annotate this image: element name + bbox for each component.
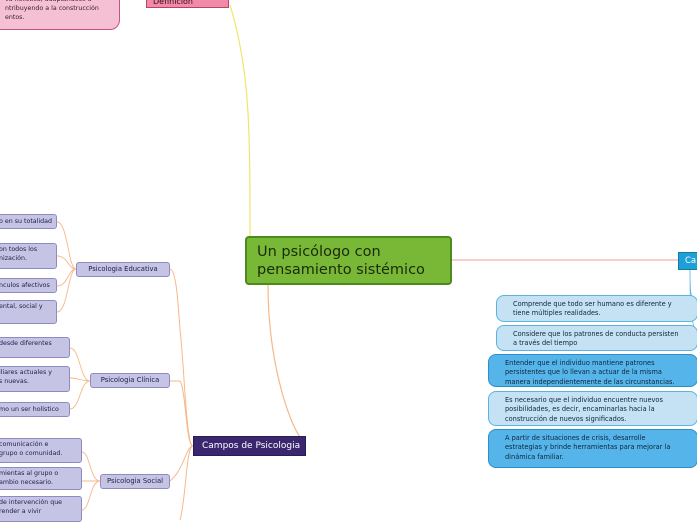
link-clinica-leaves	[69, 347, 91, 410]
link-social-leaves	[81, 451, 101, 511]
category-psicologia-clinica[interactable]: Psicologia Clínica	[90, 373, 170, 388]
link-educativa-leaves	[56, 221, 77, 313]
leaf-social-3-visible[interactable]: de intervención que render a vivir	[0, 496, 82, 522]
leaf-educativa-1[interactable]: o en su totalidad	[0, 214, 57, 229]
definicion-note[interactable]: va holística, adaptándose a ntribuyendo …	[0, 0, 120, 30]
link-campos-clinica	[170, 380, 194, 447]
central-topic[interactable]: Un psicólogo con pensamiento sistémico	[245, 236, 452, 285]
leaf-educativa-4[interactable]: ental, social y	[0, 300, 57, 324]
right-item-1[interactable]: Comprende que todo ser humano es diferen…	[496, 295, 697, 322]
leaf-social-1[interactable]: comunicación e grupo o comunidad.	[0, 438, 82, 463]
leaf-educativa-2[interactable]: on todos los nización.	[0, 243, 57, 269]
link-central-definicion	[229, 4, 251, 238]
leaf-clinica-2[interactable]: iliares actuales y s nuevas.	[0, 366, 70, 392]
right-branch-topic[interactable]: Ca	[678, 252, 697, 270]
right-item-2[interactable]: Considere que los patrones de conducta p…	[496, 325, 697, 351]
right-item-4[interactable]: Es necesario que el individuo encuentre …	[488, 391, 697, 426]
leaf-clinica-1[interactable]: desde diferentes	[0, 337, 70, 358]
leaf-social-2[interactable]: mientas al grupo o ambio necesario.	[0, 467, 82, 490]
category-psicologia-educativa[interactable]: Psicologia Educativa	[76, 262, 170, 277]
campos-topic[interactable]: Campos de Psicologia	[193, 436, 306, 456]
leaf-clinica-3[interactable]: mo un ser holístico	[0, 402, 70, 417]
link-campos-bottom	[179, 445, 194, 520]
right-item-5[interactable]: A partir de situaciones de crisis, desar…	[488, 429, 697, 468]
leaf-educativa-3[interactable]: nculos afectivos	[0, 278, 57, 293]
definicion-topic[interactable]: Definición	[146, 0, 229, 8]
right-item-3[interactable]: Entender que el individuo mantiene patro…	[488, 354, 697, 387]
link-campos-educativa	[169, 268, 194, 447]
category-psicologia-social[interactable]: Psicologia Social	[100, 474, 170, 489]
link-central-campos	[267, 284, 301, 438]
